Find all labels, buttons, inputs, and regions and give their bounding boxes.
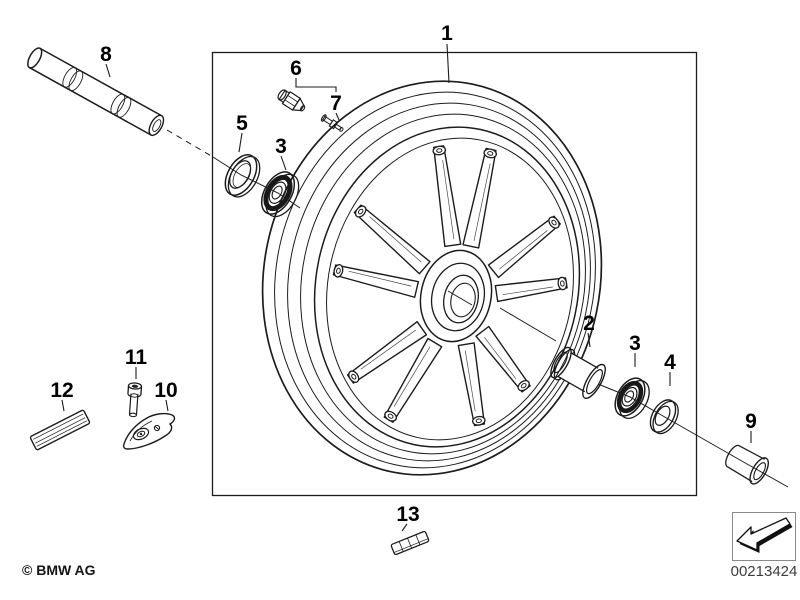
leader-5	[238, 132, 243, 153]
leader-1	[446, 43, 450, 84]
callout-7: 7	[330, 92, 342, 115]
leader-2	[587, 332, 591, 348]
page-reference-arrow-icon	[736, 517, 793, 553]
part-7-valve-insert	[320, 114, 344, 132]
callout-10: 10	[154, 379, 177, 402]
leader-10	[165, 399, 169, 412]
leader-8	[105, 63, 111, 78]
leader-13	[401, 523, 408, 532]
callout-5: 5	[236, 112, 248, 135]
bmw-copyright-text: © BMW AG	[22, 562, 96, 578]
leader-3-left	[280, 155, 287, 171]
callout-3-right: 3	[629, 332, 641, 355]
part-11-weight-screw	[127, 382, 143, 418]
page-reference-icon-box	[732, 512, 796, 561]
callout-13: 13	[396, 503, 419, 526]
callout-1: 1	[441, 22, 453, 45]
part-1-front-wheel	[261, 80, 603, 476]
part-6-tire-valve	[277, 89, 306, 112]
part-12-adhesive-weight-strip	[29, 409, 91, 451]
leader-12	[61, 399, 65, 412]
axle-axis-line	[212, 156, 301, 209]
part-10-clip-balance-weight	[122, 412, 176, 450]
axle-axis-line	[499, 307, 557, 342]
part-2-spacer-bushing	[550, 346, 606, 399]
diagram-frame	[211, 51, 698, 497]
image-number: 00213424	[731, 563, 798, 580]
leader-6-7-bracket	[295, 78, 337, 92]
leader-lines	[61, 43, 752, 532]
callout-3-left: 3	[275, 135, 287, 158]
callout-2: 2	[583, 312, 595, 335]
callout-4: 4	[664, 351, 676, 374]
callout-9: 9	[745, 410, 757, 433]
part-3-ball-bearing-left	[260, 171, 300, 218]
callout-8: 8	[100, 43, 112, 66]
leader-7	[335, 112, 340, 121]
axle-axis-line-right	[597, 383, 789, 488]
part-13-balance-weight	[390, 530, 430, 556]
callout-11: 11	[125, 346, 148, 369]
axle-axis-line-dashed	[166, 129, 214, 158]
callout-12: 12	[50, 379, 73, 402]
callout-6: 6	[290, 57, 302, 80]
part-8-axle	[27, 47, 165, 137]
